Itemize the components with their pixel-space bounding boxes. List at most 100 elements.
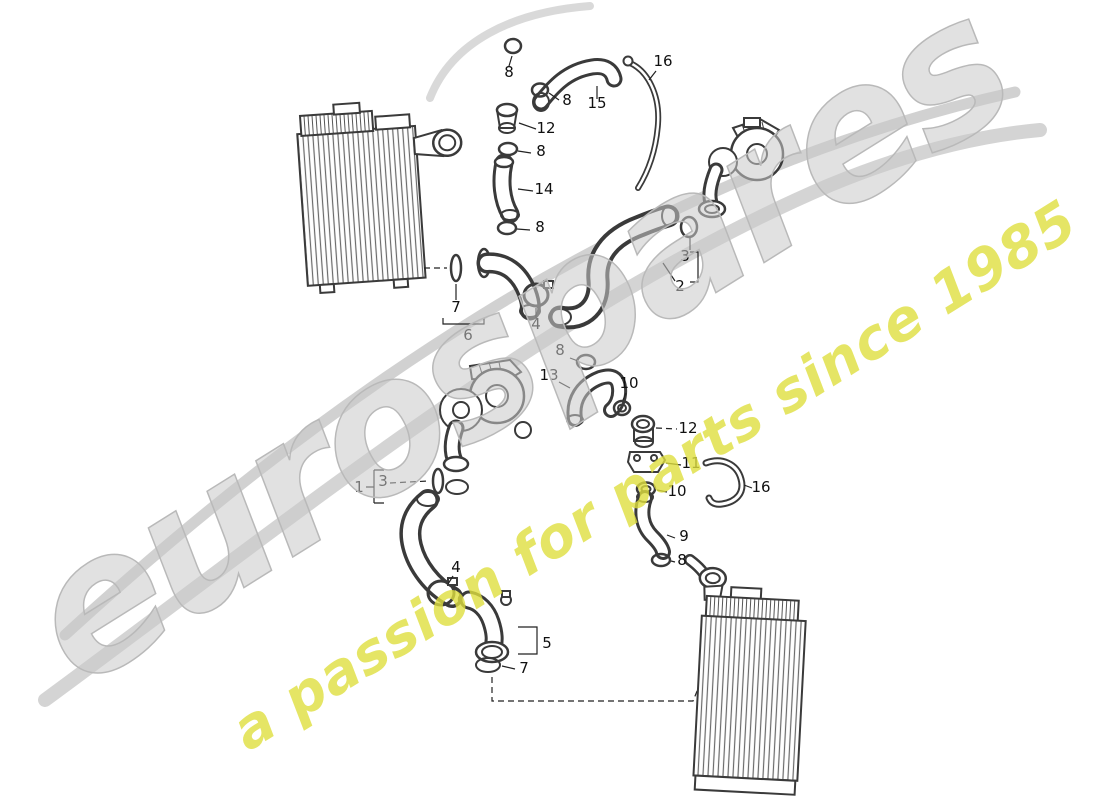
radiator-foot-left (318, 282, 336, 295)
part-callout-3-23: 3 (378, 472, 388, 490)
part-callout-8-21: 8 (677, 551, 687, 569)
connector-12-mid-rim-top (630, 414, 656, 434)
radiator-cap-step (332, 101, 361, 116)
bracket-11 (626, 451, 667, 473)
part-callout-4-12: 4 (531, 315, 541, 333)
pipe-16-top (622, 55, 659, 189)
bracket-5 (518, 626, 538, 655)
part-callout-8-13: 8 (555, 341, 565, 359)
callout-lead-10-18 (656, 489, 668, 493)
radiator-cap-right (374, 113, 412, 131)
tube-14-rim-top (493, 155, 515, 169)
radiator-foot-right (392, 277, 410, 289)
elbow-bottom-mouth (474, 640, 510, 664)
part-callout-12-4: 12 (536, 119, 555, 137)
turbo-top-right (697, 117, 785, 219)
o-ring-3-upper (679, 215, 699, 239)
watermark-swoosh (38, 2, 1047, 707)
part-callout-13-14: 13 (539, 366, 558, 384)
radiator-core (296, 124, 427, 287)
ring-8-a (530, 82, 550, 98)
callout-lead-8-21 (670, 560, 676, 563)
elbow-bottom (457, 590, 512, 664)
radiator-port (431, 128, 463, 158)
turbo-c-inlet (485, 384, 509, 408)
ring-8-e (650, 552, 672, 568)
ring-8-d (575, 353, 597, 371)
part-callout-3-8: 3 (680, 247, 690, 265)
callout-lead-7-26 (501, 665, 516, 670)
part-callout-5-25: 5 (542, 634, 552, 652)
callout-lead-9-20 (666, 534, 676, 539)
connector-12-top (495, 102, 519, 134)
callout-lead-16-2 (648, 70, 657, 81)
radiator-top-left (296, 101, 463, 295)
turbo-tr-outlet-flange (697, 199, 727, 219)
clamp-4-lower-screw (447, 577, 458, 586)
radiator-bottom-right (692, 566, 807, 796)
callout-lead-12-16 (655, 427, 678, 430)
part-callout-8-5: 8 (536, 142, 546, 160)
turbo-tr-outlet-bore (704, 204, 720, 214)
swoosh-curve-upper (59, 86, 1021, 641)
part-callout-10-18: 10 (667, 482, 686, 500)
o-ring-7-top (449, 253, 463, 283)
hose-2-rim-upper (661, 205, 677, 227)
turbo-c-outlet-flange (442, 455, 470, 473)
elbow-bottom-stub-cap (501, 590, 511, 598)
tube-14 (493, 155, 520, 221)
part-callout-7-26: 7 (519, 659, 529, 677)
radiator-br-core (692, 614, 807, 782)
part-callout-1-22: 1 (354, 478, 364, 496)
o-ring-7-bottom (475, 657, 501, 673)
bracket-3-2 (690, 251, 699, 283)
part-callout-2-9: 2 (675, 277, 685, 295)
callout-lead-11-17 (665, 462, 682, 466)
turbo-center (439, 358, 532, 473)
connector-12-mid-bore (636, 419, 650, 429)
clamp-4-lower (426, 577, 458, 607)
o-ring-3-left (431, 467, 445, 495)
connector-12-rim-bottom (498, 122, 516, 134)
dash-ring3-left (389, 480, 429, 484)
bracket-11-body (626, 451, 667, 473)
part-callout-12-16: 12 (678, 419, 697, 437)
hose-15-rim (532, 92, 550, 112)
turbo-c-cap (514, 421, 532, 439)
hose-left-rim-top (416, 491, 440, 507)
hose-9-rim (636, 491, 654, 503)
part-callout-11-17: 11 (681, 454, 700, 472)
part-callout-6-11: 6 (463, 326, 473, 344)
tube-14-rim-bottom (500, 209, 520, 221)
elbow-6 (478, 247, 541, 317)
hose-down-left (410, 492, 452, 597)
callout-lead-10-15 (622, 392, 627, 401)
part-callout-16-19: 16 (751, 478, 770, 496)
part-callout-14-6: 14 (534, 180, 553, 198)
callout-lead-4-24 (447, 575, 454, 585)
callout-lead-14-6 (517, 188, 534, 192)
turbo-tr-inlet (746, 143, 768, 165)
part-callout-7-10: 7 (451, 298, 461, 316)
ring-8-c (496, 220, 518, 236)
turbo-c-comp-bore (452, 401, 470, 419)
part-callout-16-2: 16 (653, 52, 672, 70)
callout-lead-8-13 (569, 357, 579, 362)
connector-12-mid (630, 414, 656, 448)
bracket-1-3 (366, 469, 384, 504)
callout-lead-13-14 (558, 381, 571, 389)
part-callout-15-1: 15 (587, 94, 606, 112)
radiator-port-bore (438, 134, 457, 152)
part-callout-9-20: 9 (679, 527, 689, 545)
sealing-ring-top (503, 37, 523, 55)
turbo-tr-actuator (743, 117, 761, 128)
hose-13 (566, 376, 619, 425)
hose-15 (532, 67, 614, 112)
ring-8-b (497, 141, 519, 157)
part-callout-8-3: 8 (562, 91, 572, 109)
callout-lead-16-19 (743, 484, 753, 489)
bracket-6 (442, 318, 485, 325)
connector-12-rim-top (495, 102, 519, 118)
